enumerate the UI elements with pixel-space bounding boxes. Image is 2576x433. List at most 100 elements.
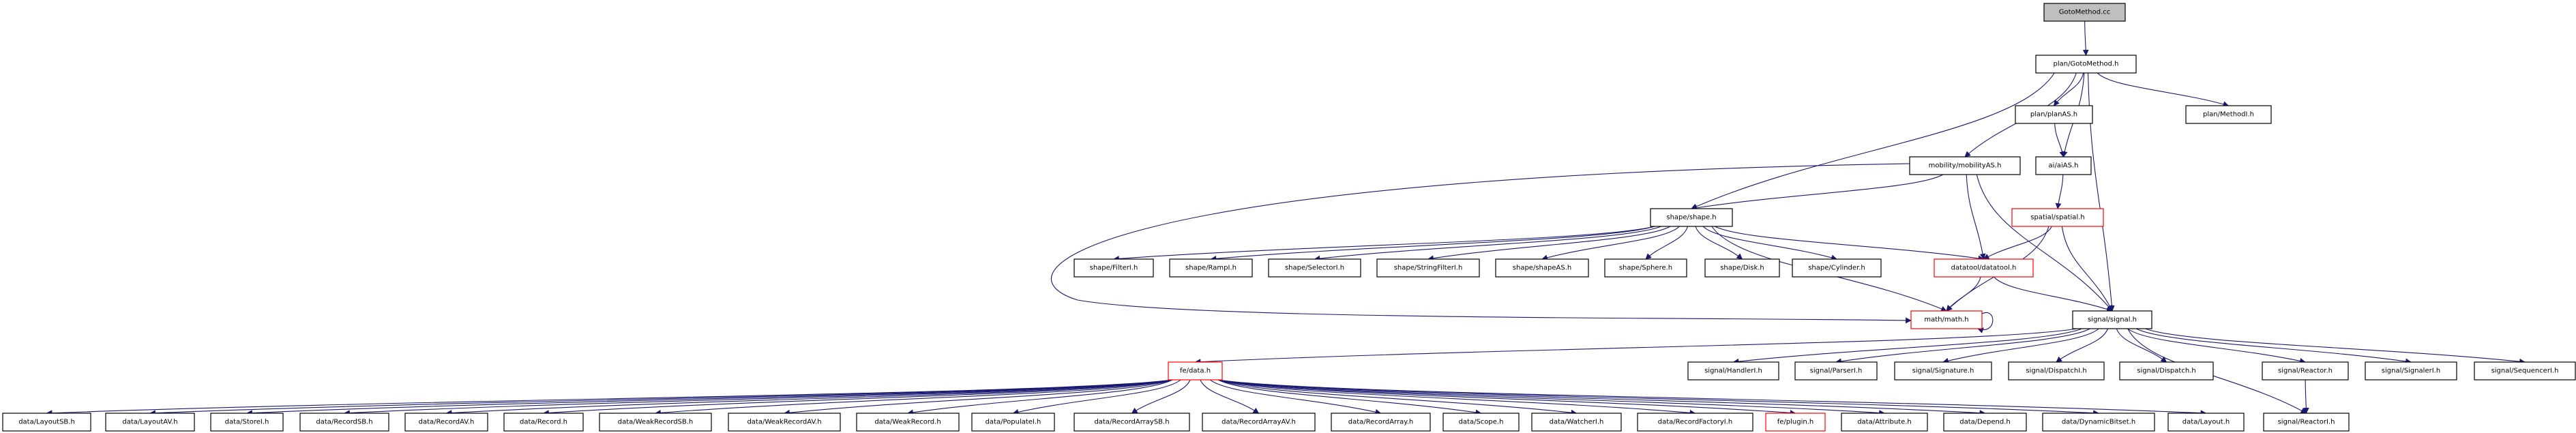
- node-signal-dispatchi-h[interactable]: signal/DispatchI.h: [2008, 361, 2105, 380]
- node-box[interactable]: [1268, 258, 1361, 278]
- node-box[interactable]: [299, 413, 389, 432]
- node-box[interactable]: [2262, 361, 2349, 380]
- node-signal-signal-h[interactable]: signal/signal.h: [2072, 310, 2152, 329]
- node-box[interactable]: [2365, 361, 2457, 380]
- node-ai-aias-h[interactable]: ai/aiAS.h: [2035, 156, 2092, 175]
- node-shape-shape-h[interactable]: shape/shape.h: [1650, 208, 1733, 227]
- node-data-recordarraysb-h[interactable]: data/RecordArraySB.h: [1074, 413, 1190, 432]
- node-box[interactable]: [2042, 413, 2155, 432]
- node-signal-signature-h[interactable]: signal/Signature.h: [1894, 361, 1992, 380]
- node-box[interactable]: [2185, 105, 2272, 124]
- node-data-record-h[interactable]: data/Record.h: [503, 413, 584, 432]
- node-fe-plugin-h[interactable]: fe/plugin.h: [1765, 413, 1826, 432]
- node-data-storei-h[interactable]: data/StoreI.h: [210, 413, 284, 432]
- node-shape-shapeas-h[interactable]: shape/shapeAS.h: [1495, 258, 1589, 278]
- node-box[interactable]: [1169, 258, 1253, 278]
- node-box[interactable]: [1792, 258, 1882, 278]
- node-data-populatei-h[interactable]: data/PopulateI.h: [971, 413, 1055, 432]
- node-box[interactable]: [2, 413, 91, 432]
- node-box[interactable]: [2263, 413, 2350, 432]
- node-data-weakrecordsb-h[interactable]: data/WeakRecordSB.h: [599, 413, 712, 432]
- node-math-math-h[interactable]: math/math.h: [1910, 310, 1983, 329]
- node-box[interactable]: [2035, 156, 2092, 175]
- node-data-layout-h[interactable]: data/Layout.h: [2167, 413, 2245, 432]
- node-box[interactable]: [1495, 258, 1589, 278]
- node-box[interactable]: [2008, 361, 2105, 380]
- node-signal-dispatch-h[interactable]: signal/Dispatch.h: [2119, 361, 2214, 380]
- node-signal-handleri-h[interactable]: signal/HandlerI.h: [1687, 361, 1779, 380]
- node-box[interactable]: [1910, 310, 1983, 329]
- node-plan-planas-h[interactable]: plan/planAS.h: [2015, 105, 2093, 124]
- node-plan-gotomethod-h[interactable]: plan/GotoMethod.h: [2035, 55, 2137, 74]
- node-box[interactable]: [1604, 258, 1687, 278]
- node-box[interactable]: [404, 413, 488, 432]
- node-signal-reactor-h[interactable]: signal/Reactor.h: [2262, 361, 2349, 380]
- node-spatial-spatial-h[interactable]: spatial/spatial.h: [2011, 208, 2104, 227]
- node-data-depend-h[interactable]: data/Depend.h: [1943, 413, 2027, 432]
- node-data-layoutsb-h[interactable]: data/LayoutSB.h: [2, 413, 91, 432]
- node-shape-selectori-h[interactable]: shape/SelectorI.h: [1268, 258, 1361, 278]
- node-data-recordfactoryi-h[interactable]: data/RecordFactoryI.h: [1637, 413, 1753, 432]
- node-shape-sphere-h[interactable]: shape/Sphere.h: [1604, 258, 1687, 278]
- node-shape-filteri-h[interactable]: shape/FilterI.h: [1074, 258, 1154, 278]
- node-box[interactable]: [2167, 413, 2245, 432]
- node-data-recordsb-h[interactable]: data/RecordSB.h: [299, 413, 389, 432]
- node-box[interactable]: [971, 413, 1055, 432]
- node-data-recordarray-h[interactable]: data/RecordArray.h: [1331, 413, 1431, 432]
- node-box[interactable]: [1637, 413, 1753, 432]
- node-box[interactable]: [1841, 413, 1928, 432]
- node-data-dynamicbitset-h[interactable]: data/DynamicBitset.h: [2042, 413, 2155, 432]
- node-box[interactable]: [1765, 413, 1826, 432]
- node-box[interactable]: [1442, 413, 1520, 432]
- node-data-scope-h[interactable]: data/Scope.h: [1442, 413, 1520, 432]
- node-box[interactable]: [2043, 3, 2126, 22]
- node-signal-sequenceri-h[interactable]: signal/SequencerI.h: [2474, 361, 2576, 380]
- node-box[interactable]: [2119, 361, 2214, 380]
- node-data-recordav-h[interactable]: data/RecordAV.h: [404, 413, 488, 432]
- node-box[interactable]: [1074, 413, 1190, 432]
- node-box[interactable]: [2015, 105, 2093, 124]
- node-box[interactable]: [2011, 208, 2104, 227]
- node-box[interactable]: [1331, 413, 1431, 432]
- node-box[interactable]: [2474, 361, 2576, 380]
- node-gotomethod-cc[interactable]: GotoMethod.cc: [2043, 3, 2126, 22]
- node-plan-methodi-h[interactable]: plan/MethodI.h: [2185, 105, 2272, 124]
- node-signal-parseri-h[interactable]: signal/ParserI.h: [1794, 361, 1878, 380]
- node-box[interactable]: [1074, 258, 1154, 278]
- node-box[interactable]: [210, 413, 284, 432]
- node-datatool-datatool-h[interactable]: datatool/datatool.h: [1934, 258, 2034, 278]
- node-data-attribute-h[interactable]: data/Attribute.h: [1841, 413, 1928, 432]
- node-signal-signaleri-h[interactable]: signal/SignalerI.h: [2365, 361, 2457, 380]
- node-box[interactable]: [2035, 55, 2137, 74]
- node-box[interactable]: [1704, 258, 1780, 278]
- node-box[interactable]: [1943, 413, 2027, 432]
- node-box[interactable]: [1202, 413, 1316, 432]
- node-shape-rampi-h[interactable]: shape/RampI.h: [1169, 258, 1253, 278]
- node-data-watcheri-h[interactable]: data/WatcherI.h: [1531, 413, 1622, 432]
- node-box[interactable]: [1894, 361, 1992, 380]
- node-box[interactable]: [1934, 258, 2034, 278]
- node-box[interactable]: [856, 413, 960, 432]
- node-data-layoutav-h[interactable]: data/LayoutAV.h: [105, 413, 195, 432]
- node-box[interactable]: [105, 413, 195, 432]
- node-data-weakrecord-h[interactable]: data/WeakRecord.h: [856, 413, 960, 432]
- node-fe-data-h[interactable]: fe/data.h: [1168, 361, 1223, 380]
- node-data-recordarrayav-h[interactable]: data/RecordArrayAV.h: [1202, 413, 1316, 432]
- node-shape-stringfilteri-h[interactable]: shape/StringFilterI.h: [1376, 258, 1480, 278]
- node-box[interactable]: [1687, 361, 1779, 380]
- node-box[interactable]: [1376, 258, 1480, 278]
- node-box[interactable]: [1794, 361, 1878, 380]
- node-shape-disk-h[interactable]: shape/Disk.h: [1704, 258, 1780, 278]
- node-box[interactable]: [728, 413, 841, 432]
- node-box[interactable]: [503, 413, 584, 432]
- node-box[interactable]: [1531, 413, 1622, 432]
- node-signal-reactori-h[interactable]: signal/ReactorI.h: [2263, 413, 2350, 432]
- node-box[interactable]: [1650, 208, 1733, 227]
- node-box[interactable]: [1909, 156, 2021, 175]
- node-box[interactable]: [1168, 361, 1223, 380]
- node-mobility-mobilityas-h[interactable]: mobility/mobilityAS.h: [1909, 156, 2021, 175]
- node-shape-cylinder-h[interactable]: shape/Cylinder.h: [1792, 258, 1882, 278]
- node-box[interactable]: [599, 413, 712, 432]
- node-data-weakrecordav-h[interactable]: data/WeakRecordAV.h: [728, 413, 841, 432]
- node-box[interactable]: [2072, 310, 2152, 329]
